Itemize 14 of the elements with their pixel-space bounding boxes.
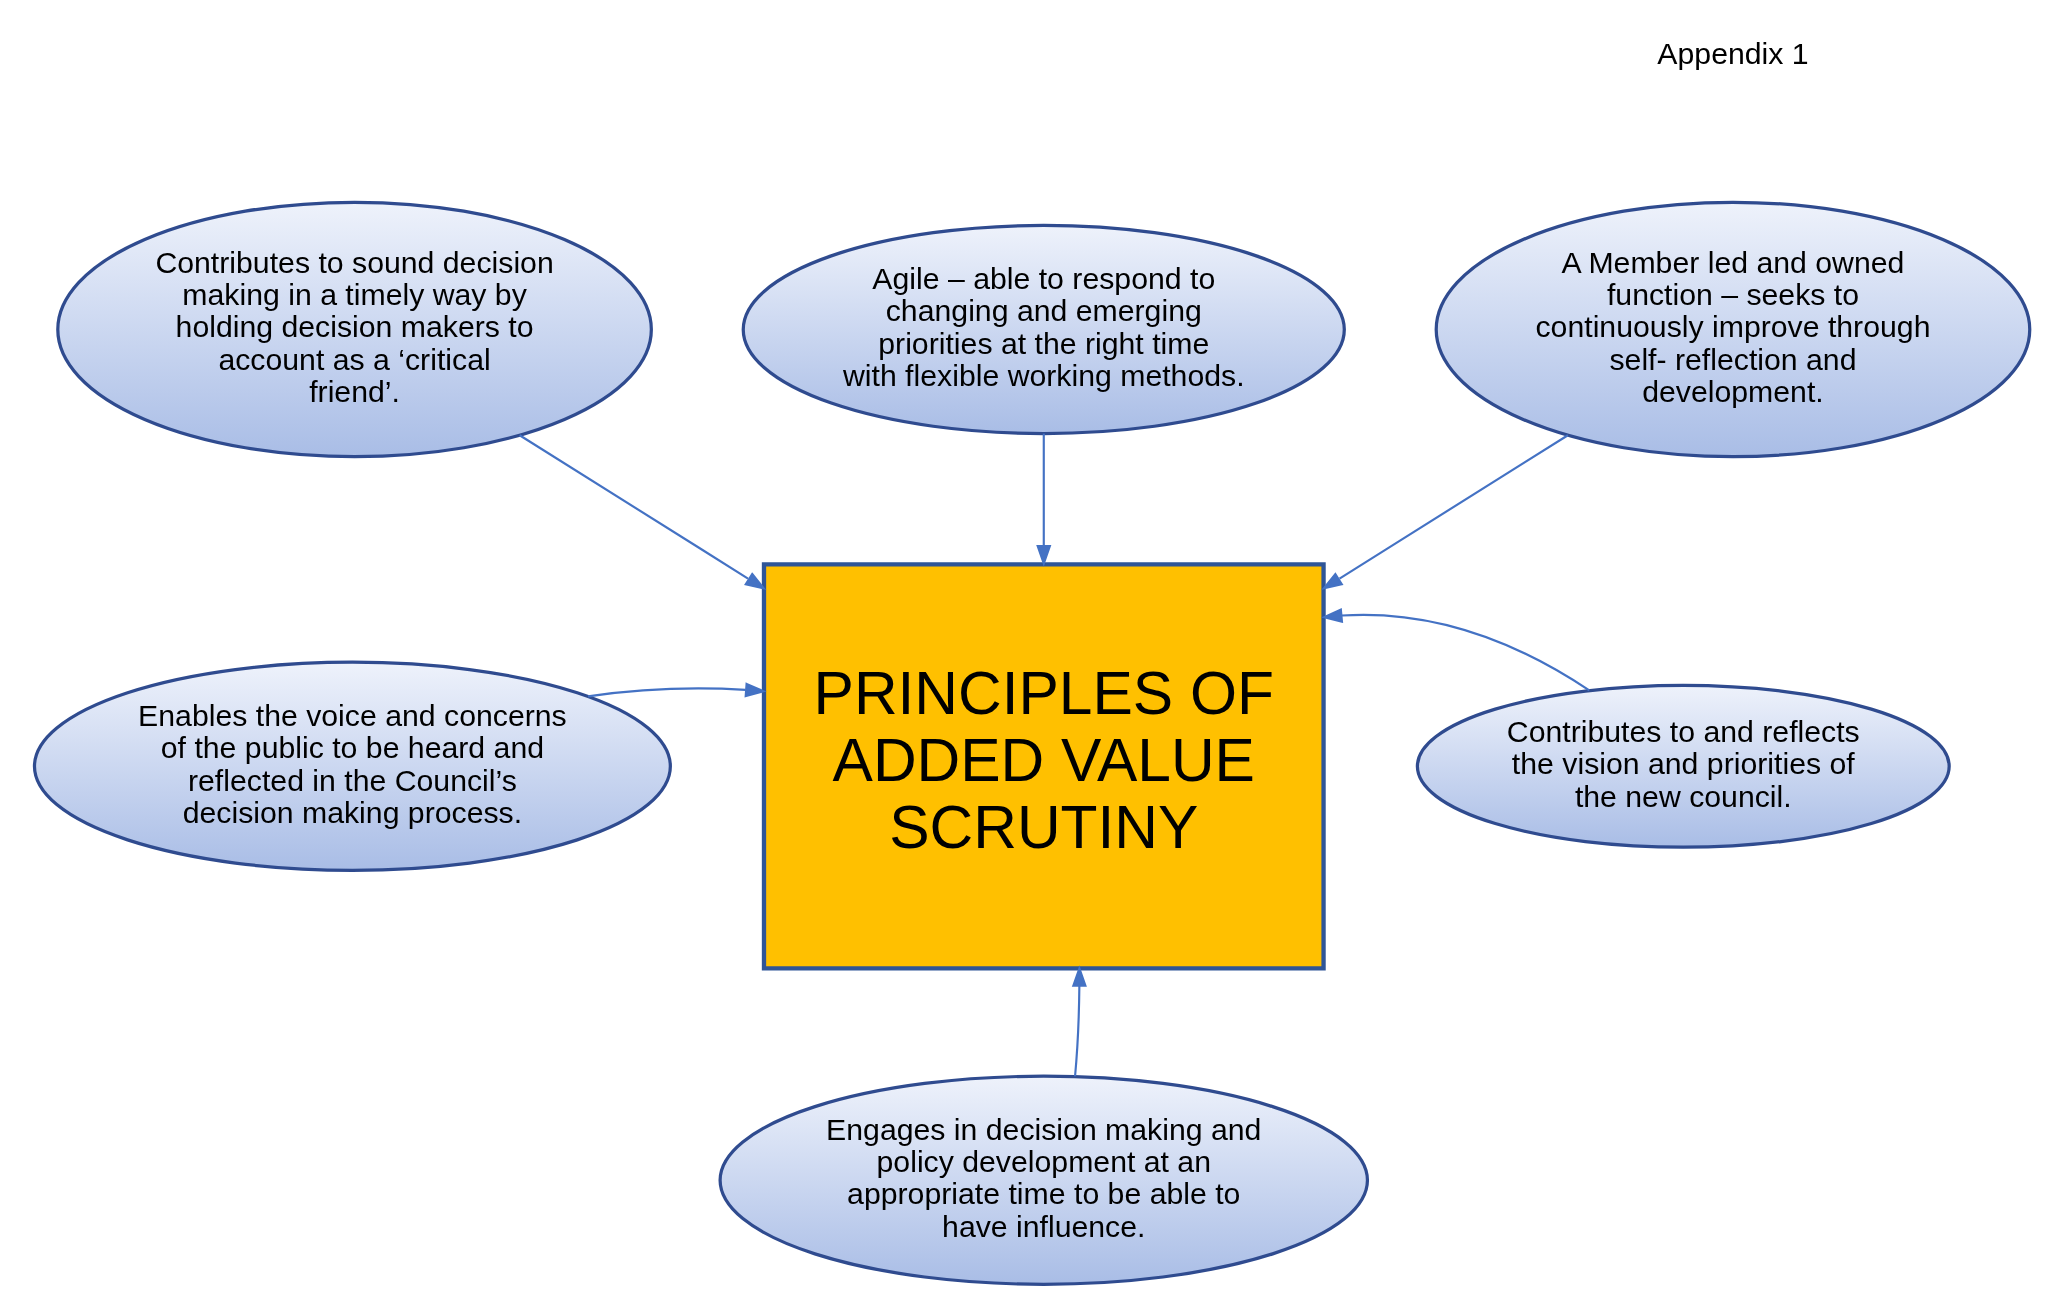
node-ellipse: Enables the voice and concerns of the public to be heard and reflected in the Council’s decision making process. bbox=[32, 660, 672, 872]
arrow bbox=[1036, 433, 1052, 567]
label: Appendix 1 bbox=[1657, 36, 1809, 70]
arrow bbox=[1071, 965, 1087, 1077]
node-box: PRINCIPLES OF ADDED VALUE SCRUTINY bbox=[761, 562, 1326, 971]
arrow bbox=[1320, 607, 1590, 692]
node-ellipse: Contributes to sound decision making in a timely way by holding decision makers to account as a ‘critical friend’. bbox=[56, 200, 653, 459]
arrow bbox=[587, 682, 767, 698]
node-ellipse: Contributes to and reflects the vision and priorities of the new council. bbox=[1415, 683, 1951, 849]
arrow bbox=[1321, 434, 1569, 591]
arrow bbox=[519, 434, 767, 591]
node-ellipse: Engages in decision making and policy development at an appropriate time to be able to have influence. bbox=[718, 1074, 1370, 1286]
node-ellipse: A Member led and owned function – seeks to continuously improve through self- reflection and development. bbox=[1434, 200, 2032, 459]
node-ellipse: Agile – able to respond to changing and emerging priorities at the right time with flexible working methods. bbox=[741, 223, 1346, 436]
